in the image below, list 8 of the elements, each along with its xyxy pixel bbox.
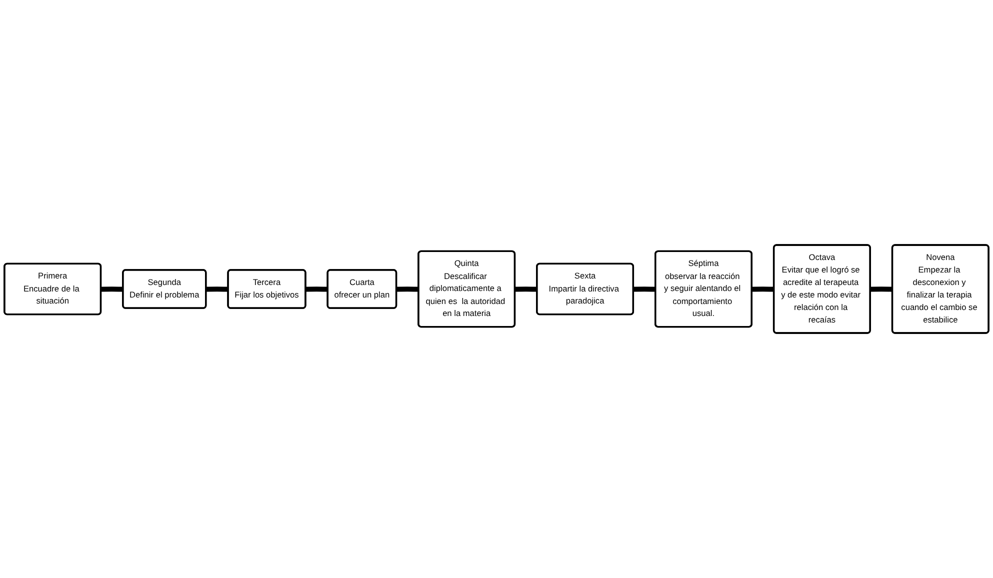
- connector: [632, 286, 656, 292]
- connector: [870, 286, 894, 292]
- connector: [205, 286, 229, 292]
- connector: [751, 286, 775, 292]
- connector: [100, 286, 124, 292]
- connector: [305, 286, 328, 292]
- connector: [396, 286, 420, 292]
- connector: [514, 286, 538, 292]
